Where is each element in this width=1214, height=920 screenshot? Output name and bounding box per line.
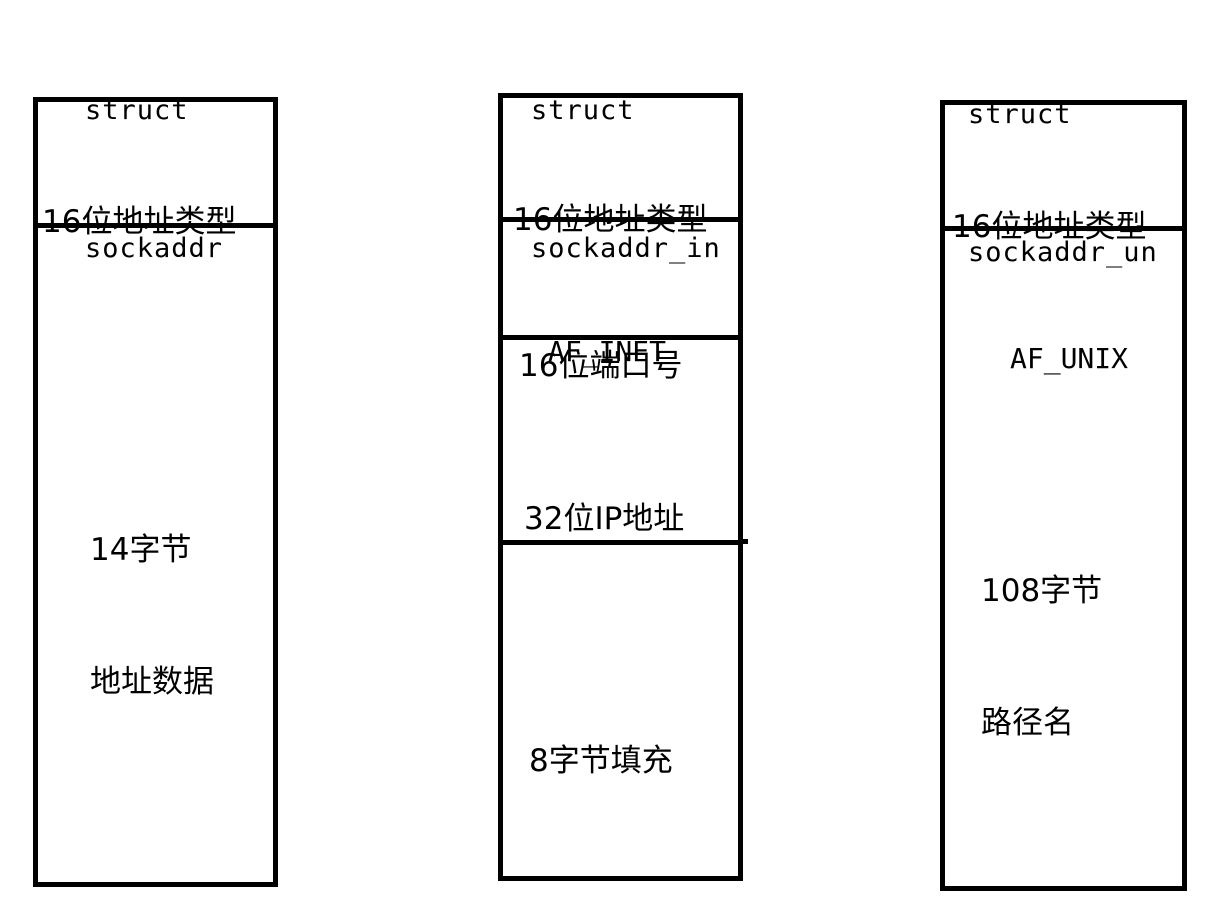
field-label: 16位端口号 [519,348,683,384]
field-ip-address: 32位IP地址 [503,335,738,540]
divider-overhang [738,539,748,544]
struct-sockaddr-in-title: struct sockaddr_in [531,0,721,318]
struct-keyword: struct [531,95,635,126]
field-address-family: 16位地址类型 AF_INET [503,98,738,368]
struct-name: sockaddr_un [968,237,1158,268]
field-label: 108字节 [981,573,1103,609]
field-label: 16位地址类型 [42,204,237,240]
field-label: 地址数据 [90,664,214,700]
field-path-name: 108字节 路径名 [945,226,1182,886]
struct-sockaddr-box: 16位地址类型 14字节 地址数据 [33,97,278,887]
struct-name: sockaddr [85,233,224,264]
field-value: AF_INET [548,335,667,368]
field-address-family: 16位地址类型 AF_UNIX [945,105,1182,375]
struct-sockaddr-un-box: 16位地址类型 AF_UNIX 108字节 路径名 [940,100,1187,891]
field-address-data: 14字节 地址数据 [38,223,273,882]
field-label: 路径名 [981,705,1074,741]
field-label: 14字节 [90,532,192,568]
struct-sockaddr-in-box: 16位地址类型 AF_INET 16位端口号 32位IP地址 8字节填充 [498,93,743,881]
struct-name: sockaddr_in [531,233,721,264]
field-port: 16位端口号 [503,217,738,384]
field-value: AF_UNIX [1010,342,1129,375]
field-address-family: 16位地址类型 [38,102,273,240]
field-padding: 8字节填充 [503,540,738,876]
field-label: 32位IP地址 [524,501,685,537]
field-label: 8字节填充 [529,743,673,779]
